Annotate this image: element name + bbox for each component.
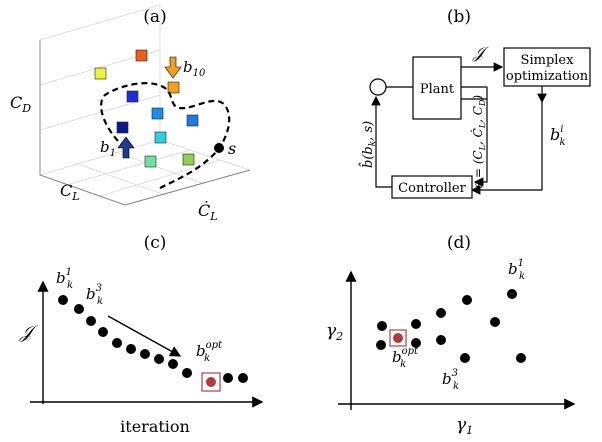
point-square <box>94 67 107 80</box>
axis-cd-label: CD <box>10 93 31 115</box>
c-ylabel: 𝒥 <box>19 322 39 343</box>
label-b1: b1 <box>100 138 116 159</box>
c-iteration-point <box>154 354 164 364</box>
label-J: 𝒥 <box>472 43 490 62</box>
state-point-s <box>214 143 224 153</box>
c-iteration-point <box>86 316 96 326</box>
point-square <box>135 49 148 62</box>
control-feedback <box>371 95 392 188</box>
axis-cl-label: CL <box>60 181 80 203</box>
label-b10: b10 <box>183 58 206 79</box>
d-candidate-point <box>436 335 446 345</box>
s-feedback <box>473 87 488 187</box>
controller-label: Controller <box>398 181 466 196</box>
d-candidate-point <box>376 340 386 350</box>
label-bhat: b̂(bk, s) <box>358 121 378 168</box>
panel-b: (b) Plant Simplex optimization 𝒥 s = (CL… <box>358 7 591 199</box>
d-points <box>376 289 526 363</box>
c-iteration-point <box>98 327 108 337</box>
point-square <box>144 155 157 168</box>
panel-a-axes <box>39 40 251 206</box>
d-candidate-point <box>460 353 470 363</box>
d-candidate-point <box>507 289 517 299</box>
d-optimum-point <box>393 333 403 343</box>
c-points <box>58 295 248 387</box>
axis-cldot-label: ĊL <box>198 200 218 223</box>
panel-a: (a) CD CL ĊL <box>10 4 251 223</box>
c-iteration-point <box>140 349 150 359</box>
summing-junction <box>369 78 387 96</box>
label-s: s <box>228 139 236 158</box>
d-candidate-point <box>462 295 472 305</box>
c-iteration-point <box>58 295 68 305</box>
point-square <box>116 121 129 134</box>
panel-a-grid <box>39 4 251 206</box>
c-descent-arrow <box>107 315 182 357</box>
panel-a-label: (a) <box>143 7 166 27</box>
d-candidate-point <box>411 319 421 329</box>
d-candidate-point <box>411 338 421 348</box>
c-iteration-point <box>126 344 136 354</box>
b1-arrow <box>117 136 135 159</box>
d-candidate-point <box>490 317 500 327</box>
d-opt-box <box>389 329 407 347</box>
panel-b-label: (b) <box>447 7 471 27</box>
panel-c-label: (c) <box>144 233 167 253</box>
simplex-label-2: optimization <box>506 69 589 84</box>
plant-label: Plant <box>420 82 455 97</box>
d-xlabel: γ1 <box>456 415 473 437</box>
c-iteration-point <box>223 373 233 383</box>
c-iteration-point <box>74 304 84 314</box>
c-xlabel: iteration <box>120 417 190 436</box>
simplex-label-1: Simplex <box>521 53 575 68</box>
simplex-points <box>94 49 199 168</box>
point-square <box>186 114 199 127</box>
simplex-block <box>503 47 591 87</box>
b10-arrow <box>164 56 182 79</box>
d-candidate-point <box>436 308 446 318</box>
d-candidate-point <box>516 353 526 363</box>
bki-arrow <box>470 102 543 195</box>
point-square <box>167 81 180 94</box>
c-iteration-point <box>112 338 122 348</box>
plant-block <box>412 56 462 120</box>
c-opt-box <box>201 372 221 392</box>
panel-d-label: (d) <box>447 233 471 253</box>
point-square <box>151 107 164 120</box>
c-optimum-point <box>206 377 216 387</box>
point-square <box>182 153 195 166</box>
point-square <box>154 131 167 144</box>
s-equation: s = (CL, ĊL, CD) <box>469 95 487 188</box>
point-square <box>126 90 139 103</box>
c-iteration-point <box>182 368 192 378</box>
c-iteration-point <box>238 373 248 383</box>
d-ylabel: γ2 <box>326 321 343 343</box>
c-iteration-point <box>168 359 178 369</box>
d-candidate-point <box>377 321 387 331</box>
